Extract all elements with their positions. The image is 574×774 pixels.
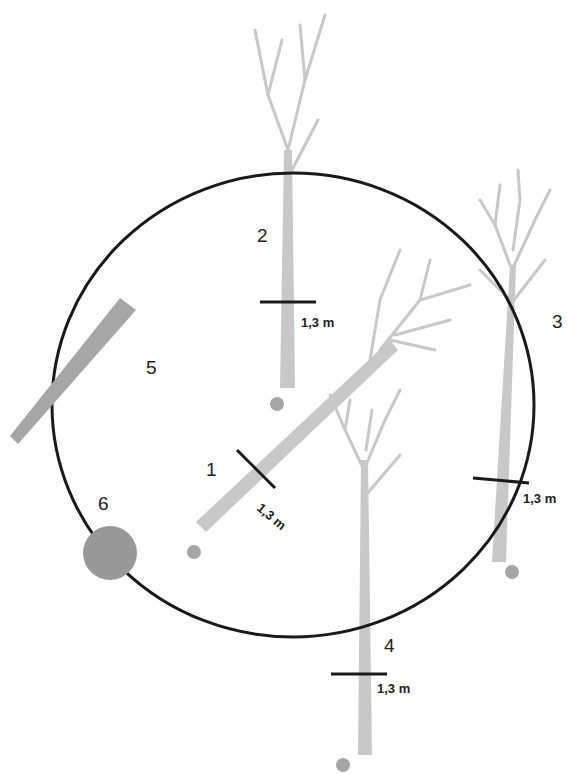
callout-number: 4 — [384, 636, 395, 655]
tree-trunks — [196, 150, 516, 755]
plot-circle — [52, 173, 534, 637]
root-dots — [187, 397, 519, 772]
breast-height-marks — [237, 302, 529, 674]
height-label: 1,3 m — [522, 492, 557, 505]
height-label: 1,3 m — [254, 500, 289, 533]
tree-stump — [83, 526, 137, 580]
callout-number: 6 — [98, 494, 109, 513]
fallen-log — [10, 298, 136, 444]
height-label: 1,3 m — [376, 682, 411, 695]
callout-number: 1 — [206, 460, 217, 479]
height-label: 1,3 m — [300, 316, 335, 329]
callout-number: 2 — [257, 226, 268, 245]
callout-number: 3 — [552, 312, 563, 331]
callout-number: 5 — [146, 358, 157, 377]
